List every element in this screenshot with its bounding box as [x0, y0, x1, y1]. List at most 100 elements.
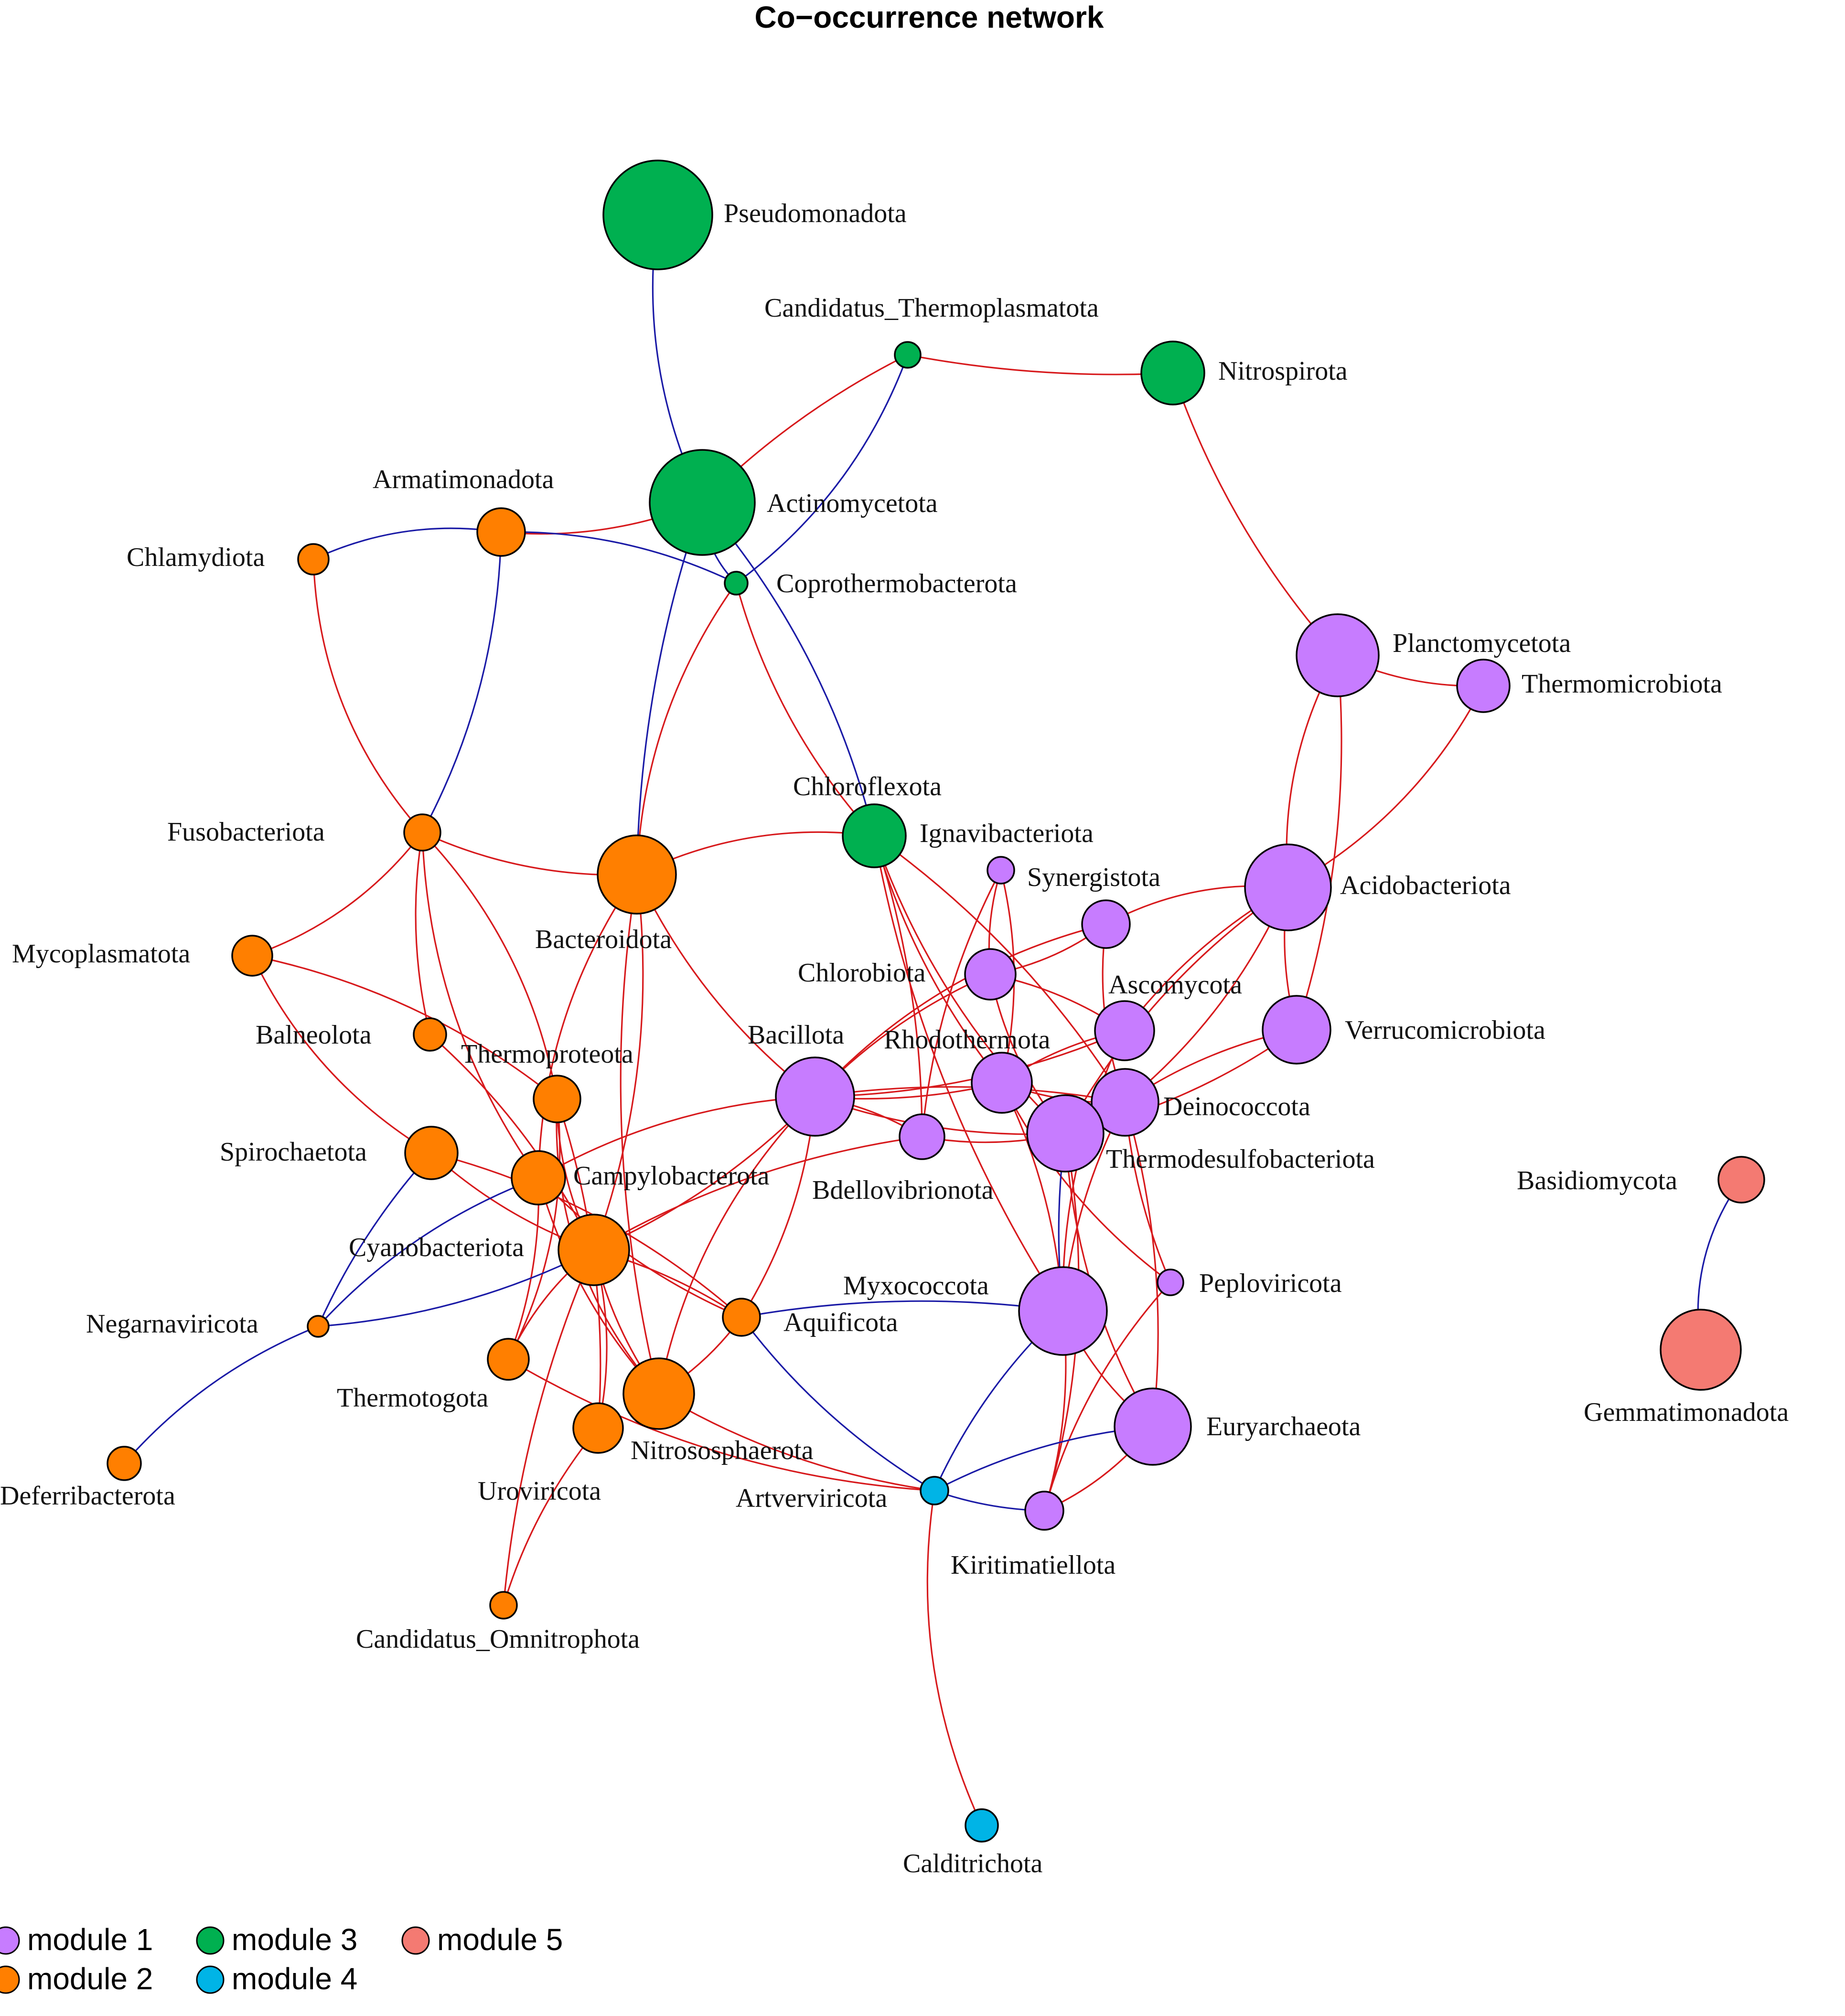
- edge-actinomycetota-chloroflexota: [701, 501, 875, 836]
- edge-fusobacteriota-balneolota: [415, 832, 431, 1035]
- node-thermoproteota: [533, 1075, 581, 1123]
- legend-label-module-2: module 2: [27, 1962, 153, 1996]
- node-label-chlamydiota: Chlamydiota: [127, 543, 265, 572]
- node-synergistota: [1081, 899, 1131, 949]
- edge-mycoplasmatota-spirochaetota: [251, 955, 432, 1154]
- node-bacteroidota: [597, 834, 677, 915]
- node-bacillota: [775, 1056, 855, 1137]
- edge-uroviricota-candidatus_omnitrophota: [503, 1427, 599, 1606]
- node-label-thermodesulfobacteriota: Thermodesulfobacteriota: [1106, 1144, 1375, 1174]
- node-label-aquificota: Aquificota: [783, 1308, 898, 1337]
- node-label-candidatus_thermoplasmatota: Candidatus_Thermoplasmatota: [764, 293, 1099, 323]
- edge-coprothermobacterota-bacteroidota: [636, 583, 737, 875]
- edge-campylobacterota-aquificota: [537, 1177, 742, 1318]
- edge-cyanobacteriota-bdellovibrionota: [593, 1136, 922, 1251]
- node-candidatus_thermoplasmatota: [894, 341, 922, 369]
- node-label-verrucomicrobiota: Verrucomicrobiota: [1345, 1015, 1545, 1045]
- node-gemmatimonadota: [1660, 1309, 1742, 1391]
- node-label-synergistota: Synergistota: [1027, 863, 1160, 892]
- node-label-uroviricota: Uroviricota: [478, 1476, 601, 1506]
- node-candidatus_omnitrophota: [489, 1591, 518, 1620]
- node-label-nitrososphaerota: Nitrososphaerota: [631, 1436, 814, 1465]
- edge-fusobacteriota-mycoplasmatota: [252, 832, 423, 957]
- node-verrucomicrobiota: [1262, 995, 1331, 1065]
- edge-deinococcota-euryarchaeota: [1124, 1102, 1159, 1427]
- edge-bacillota-deinococcota: [815, 1086, 1126, 1103]
- node-calditrichota: [965, 1808, 999, 1843]
- node-label-ascomycota: Ascomycota: [1108, 970, 1242, 1000]
- legend-swatch-module-3: [196, 1926, 225, 1955]
- node-label-euryarchaeota: Euryarchaeota: [1206, 1412, 1361, 1441]
- node-label-bdellovibrionota: Bdellovibrionota: [812, 1175, 994, 1205]
- chart-title: Co−occurrence network: [755, 0, 1104, 34]
- edge-acidobacteriota-thermodesulfobacteriota: [1064, 886, 1288, 1134]
- node-label-ignavibacteriota: Ignavibacteriota: [920, 819, 1094, 848]
- edge-nitrospirota-planctomycetota: [1172, 373, 1339, 656]
- node-label-rhodothermota: Rhodothermota: [884, 1025, 1051, 1055]
- legend-label-module-5: module 5: [437, 1922, 563, 1957]
- node-kiritimatiellota: [1024, 1491, 1064, 1531]
- edge-armatimonadota-chlamydiota: [313, 527, 502, 560]
- legend-label-module-4: module 4: [232, 1962, 357, 1996]
- node-label-campylobacterota: Campylobacterota: [573, 1161, 770, 1191]
- node-label-chlorobiota: Chlorobiota: [798, 958, 926, 988]
- node-chlamydiota: [297, 543, 330, 576]
- node-label-actinomycetota: Actinomycetota: [767, 489, 938, 518]
- edge-coprothermobacterota-chloroflexota: [735, 583, 875, 837]
- node-label-nitrospirota: Nitrospirota: [1218, 356, 1348, 386]
- node-label-thermotogota: Thermotogota: [337, 1383, 488, 1413]
- node-actinomycetota: [649, 449, 756, 556]
- node-peploviricota: [1157, 1269, 1184, 1296]
- legend-label-module-3: module 3: [232, 1922, 357, 1957]
- edge-thermoproteota-thermotogota: [507, 1099, 561, 1360]
- node-label-thermoproteota: Thermoproteota: [461, 1039, 633, 1069]
- edge-cyanobacteriota-candidatus_omnitrophota: [503, 1249, 595, 1606]
- node-ascomycota: [1094, 1000, 1155, 1061]
- node-thermotogota: [487, 1338, 530, 1381]
- node-label-deferribacterota: Deferribacterota: [0, 1481, 175, 1511]
- node-planctomycetota: [1296, 613, 1380, 697]
- edge-cyanobacteriota-negarnaviricota: [318, 1249, 594, 1327]
- edge-artverviricota-calditrichota: [926, 1490, 983, 1826]
- node-ignavibacteriota: [987, 856, 1015, 885]
- edge-synergistota-bacillota: [814, 923, 1106, 1098]
- node-mycoplasmatota: [231, 935, 273, 977]
- node-balneolota: [413, 1017, 447, 1052]
- node-nitrososphaerota: [622, 1357, 695, 1430]
- node-uroviricota: [572, 1402, 624, 1454]
- node-label-gemmatimonadota: Gemmatimonadota: [1584, 1397, 1789, 1427]
- node-nitrospirota: [1140, 341, 1205, 405]
- node-label-bacillota: Bacillota: [748, 1020, 844, 1050]
- node-label-acidobacteriota: Acidobacteriota: [1340, 871, 1511, 900]
- node-label-calditrichota: Calditrichota: [903, 1849, 1043, 1878]
- legend-label-module-1: module 1: [27, 1922, 153, 1957]
- legend-swatch-module-5: [401, 1926, 430, 1955]
- node-cyanobacteriota: [558, 1214, 630, 1286]
- node-label-deinococcota: Deinococcota: [1163, 1092, 1310, 1121]
- node-label-armatimonadota: Armatimonadota: [373, 465, 554, 494]
- nodes-layer: [107, 160, 1765, 1843]
- edge-nitrososphaerota-artverviricota: [658, 1393, 935, 1492]
- node-label-candidatus_omnitrophota: Candidatus_Omnitrophota: [356, 1624, 640, 1654]
- node-acidobacteriota: [1244, 843, 1332, 931]
- edge-thermotogota-artverviricota: [508, 1358, 935, 1492]
- node-fusobacteriota: [403, 813, 441, 852]
- edge-armatimonadota-coprothermobacterota: [501, 531, 737, 584]
- node-label-kiritimatiellota: Kiritimatiellota: [951, 1550, 1116, 1580]
- edge-chlamydiota-fusobacteriota: [312, 559, 423, 833]
- node-label-pseudomonadota: Pseudomonadota: [724, 199, 907, 228]
- edge-candidatus_thermoplasmatota-coprothermobacterota: [736, 354, 909, 584]
- node-label-thermomicrobiota: Thermomicrobiota: [1522, 669, 1722, 699]
- node-deferribacterota: [107, 1446, 142, 1481]
- node-label-artverviricota: Artverviricota: [736, 1483, 887, 1513]
- edge-actinomycetota-bacteroidota: [636, 502, 703, 875]
- edge-bacteroidota-bacillota: [636, 874, 815, 1098]
- node-negarnaviricota: [307, 1315, 330, 1338]
- node-myxococcota: [1018, 1266, 1108, 1356]
- node-thermodesulfobacteriota: [1026, 1094, 1105, 1173]
- node-aquificota: [722, 1298, 761, 1337]
- legend-swatch-module-2: [0, 1965, 20, 1994]
- legend-swatch-module-4: [196, 1965, 225, 1994]
- edge-campylobacterota-bacillota: [538, 1096, 815, 1179]
